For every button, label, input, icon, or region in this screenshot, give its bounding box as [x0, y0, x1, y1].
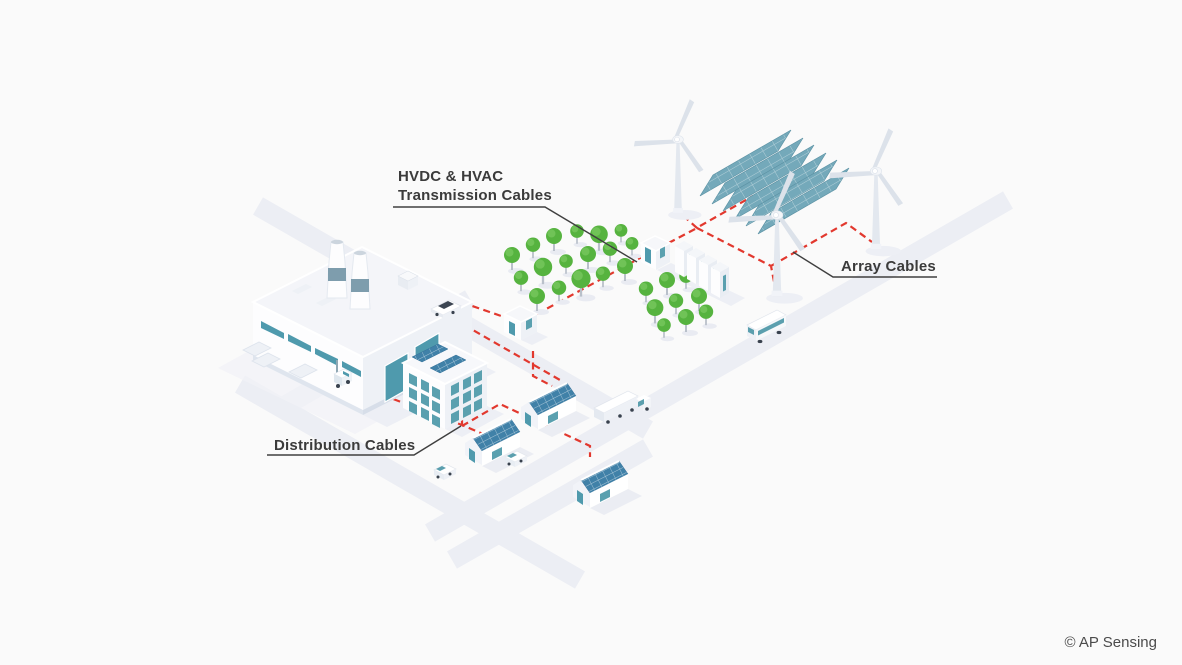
road-main-northeast [425, 191, 1013, 542]
office-rooftop-solar [411, 343, 467, 374]
transmission-hut [502, 305, 539, 340]
delivery-van-2 [433, 463, 457, 480]
rooftop-hvac-unit [397, 270, 419, 290]
distribution-leader-line [267, 425, 462, 456]
office-building [400, 340, 490, 429]
converter-substation [639, 235, 672, 270]
transformer-cabinets [675, 241, 729, 298]
solar-farm [699, 129, 850, 235]
semi-truck [593, 390, 651, 424]
factory-windows [261, 321, 361, 377]
delivery-van-1 [504, 450, 528, 467]
copyright-watermark: © AP Sensing [1064, 634, 1157, 651]
pallets [242, 341, 318, 379]
distribution-cables-label: Distribution Cables [274, 437, 415, 454]
office-windows [409, 370, 482, 428]
transmission-cables-label-line2: Transmission Cables [398, 187, 552, 204]
transmission-leader-line [393, 206, 638, 263]
forklift [333, 360, 353, 388]
array-cables [678, 195, 873, 293]
array-leader-line [792, 251, 937, 278]
smokestacks [326, 239, 371, 310]
road-lower-southeast [235, 375, 585, 589]
car [430, 299, 462, 318]
array-cables-label: Array Cables [841, 258, 936, 275]
leader-lines [267, 206, 937, 456]
bus [746, 309, 787, 344]
distribution-cables [371, 301, 592, 457]
factory-apron [218, 346, 395, 434]
transmission-cables-label-line1: HVDC & HVAC [398, 168, 503, 185]
